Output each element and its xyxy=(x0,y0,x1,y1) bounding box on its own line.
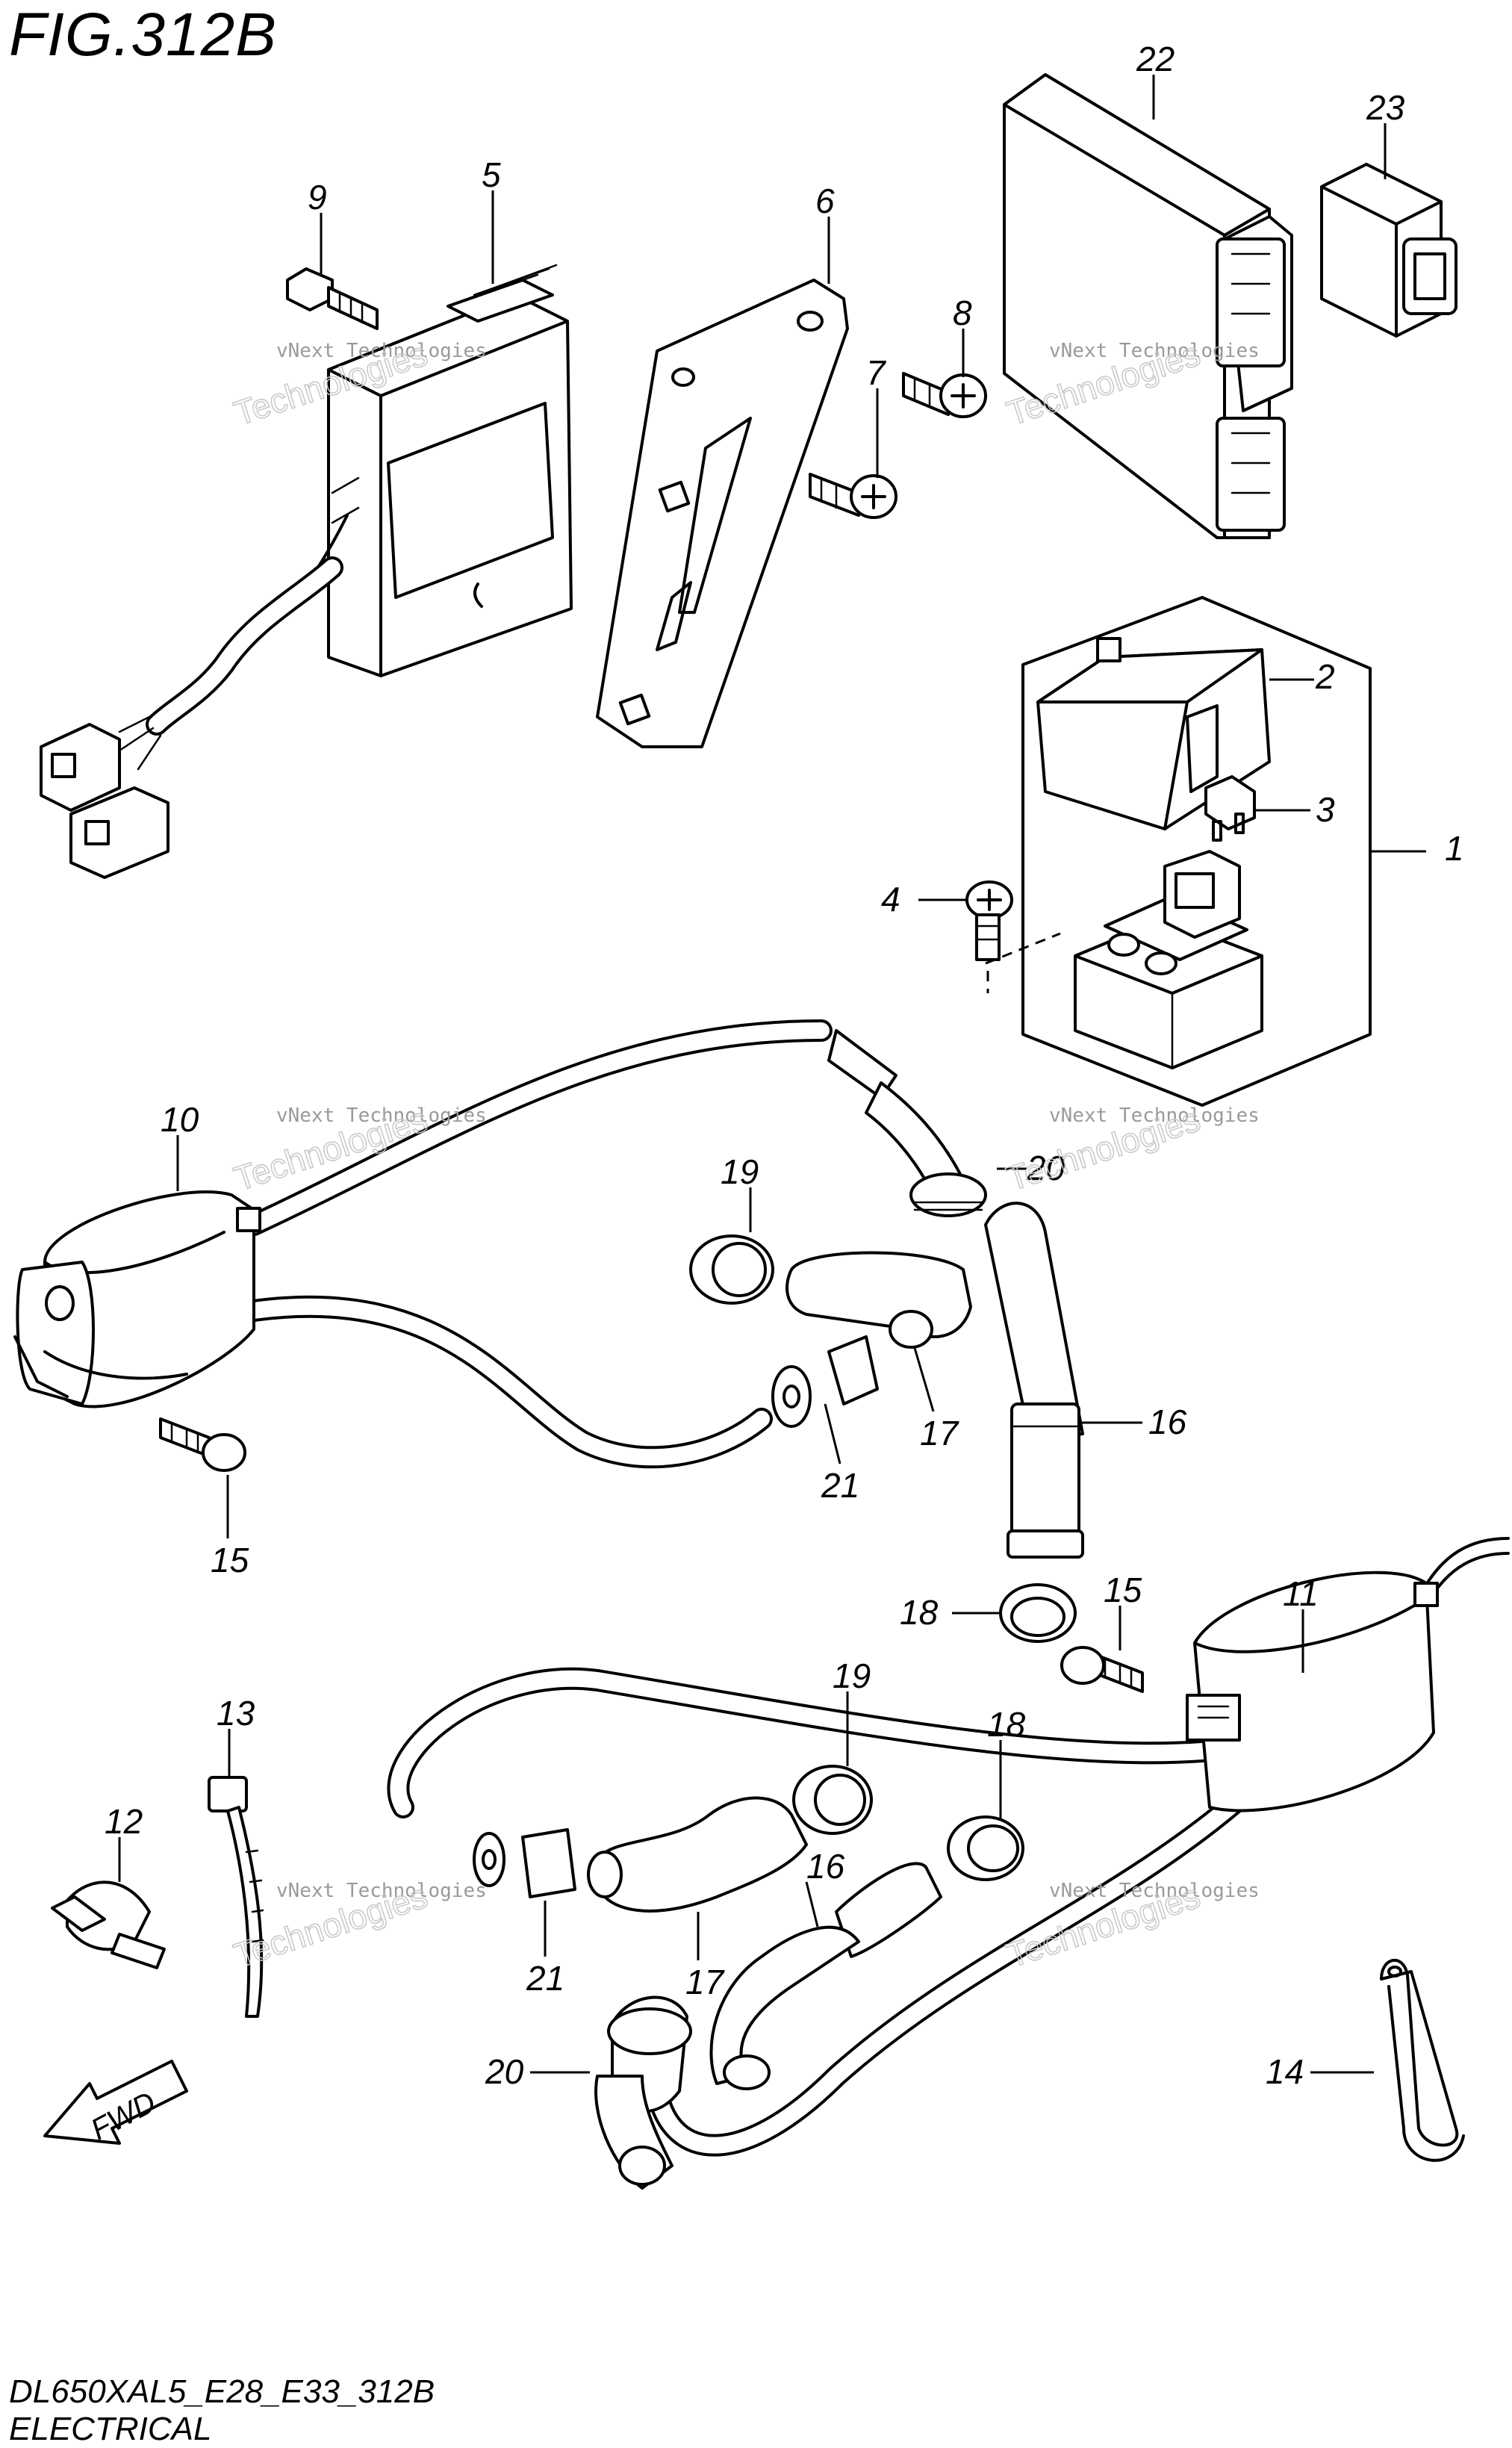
callout-16b: 16 xyxy=(806,1847,845,1886)
part-12-clamp xyxy=(51,1880,166,1969)
callout-19a: 19 xyxy=(721,1152,759,1191)
callout-18a: 18 xyxy=(900,1593,939,1632)
callout-22: 22 xyxy=(1136,40,1175,78)
callout-8: 8 xyxy=(953,293,972,332)
part-11-ignition-coil xyxy=(387,1537,1510,2157)
part-16-plug-cap-lower xyxy=(709,1862,942,2090)
callout-21b: 21 xyxy=(526,1959,564,1998)
part-20-plug-cap-upper xyxy=(827,1029,987,1217)
part-19-seal-upper xyxy=(689,1234,774,1305)
part-18-seal-lower xyxy=(947,1815,1024,1881)
callout-4: 4 xyxy=(881,880,900,919)
fwd-arrow-icon: FWD xyxy=(43,2060,188,2146)
callout-15b: 15 xyxy=(1104,1571,1142,1609)
part-4-screw xyxy=(965,880,1061,993)
part-17-elbow-upper xyxy=(785,1251,972,1349)
callout-18b: 18 xyxy=(987,1705,1026,1744)
callout-17b: 17 xyxy=(685,1963,725,2001)
part-20-plug-cap-lower xyxy=(594,1995,692,2190)
part-8-screw xyxy=(902,372,987,418)
callout-3: 3 xyxy=(1316,790,1335,829)
leader-lines xyxy=(118,75,1426,2074)
callout-12: 12 xyxy=(105,1802,143,1841)
part-19-seal-lower xyxy=(792,1765,873,1835)
callout-numbers: 1 2 3 4 5 6 7 8 9 10 11 12 13 14 15 15 1… xyxy=(105,40,1464,2091)
watermark-line-1: vNext Technologies xyxy=(276,1105,487,1127)
part-22-ecm xyxy=(1003,73,1293,539)
part-14-clip xyxy=(1380,1959,1465,2162)
callout-5: 5 xyxy=(482,155,501,194)
figure-title: FIG.312B xyxy=(9,1,277,69)
part-13-cable-tie xyxy=(208,1776,264,2018)
part-17-elbow-lower xyxy=(587,1796,808,1913)
part-5-regulator xyxy=(40,264,573,879)
callout-14: 14 xyxy=(1266,2052,1304,2091)
watermark-line-1: vNext Technologies xyxy=(1049,340,1260,362)
part-10-ignition-coil xyxy=(13,1019,833,1469)
part-7-screw xyxy=(809,473,897,519)
part-18-seal-upper xyxy=(999,1583,1077,1643)
callout-9: 9 xyxy=(308,178,327,217)
part-23-connector xyxy=(1320,163,1457,338)
callout-17a: 17 xyxy=(920,1414,959,1453)
callout-21a: 21 xyxy=(821,1466,859,1505)
part-16-plug-cap-upper xyxy=(984,1202,1084,1559)
part-3-fuse xyxy=(1204,775,1256,842)
callout-16a: 16 xyxy=(1148,1402,1187,1441)
callout-23: 23 xyxy=(1366,88,1405,127)
callout-15a: 15 xyxy=(211,1541,249,1579)
watermark-line-1: vNext Technologies xyxy=(276,340,487,362)
part-21-grommet-lower xyxy=(473,1828,576,1898)
callout-13: 13 xyxy=(217,1694,255,1733)
part-15-bolt-a xyxy=(159,1417,246,1472)
section-name: ELECTRICAL xyxy=(9,2411,212,2447)
part-21-grommet-upper xyxy=(771,1335,879,1428)
callout-7: 7 xyxy=(866,353,886,392)
callout-10: 10 xyxy=(161,1100,199,1139)
part-9-bolt xyxy=(286,267,379,330)
watermark-line-1: vNext Technologies xyxy=(1049,1105,1260,1127)
watermark-line-1: vNext Technologies xyxy=(1049,1880,1260,1902)
callout-20a: 20 xyxy=(1026,1149,1065,1187)
model-code: DL650XAL5_E28_E33_312B xyxy=(9,2373,435,2410)
callout-6: 6 xyxy=(815,181,835,220)
callout-20b: 20 xyxy=(485,2052,524,2091)
watermark-line-1: vNext Technologies xyxy=(276,1880,487,1902)
part-15-bolt-b xyxy=(1060,1646,1144,1693)
part-1-starter-relay xyxy=(1074,850,1263,1069)
callout-2: 2 xyxy=(1315,657,1335,696)
callout-11: 11 xyxy=(1283,1574,1319,1613)
callout-1: 1 xyxy=(1445,829,1464,868)
part-1-kit-box xyxy=(1021,596,1372,1107)
part-6-bracket xyxy=(596,279,849,748)
callout-19b: 19 xyxy=(833,1656,871,1695)
